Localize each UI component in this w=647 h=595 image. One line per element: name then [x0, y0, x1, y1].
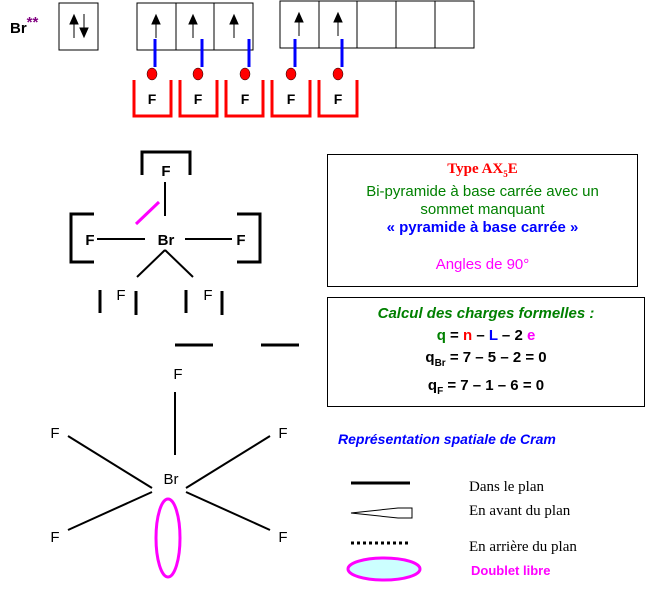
charges-formula: q = n – L – 2 e	[436, 327, 536, 344]
svg-text:En arrière du plan: En arrière du plan	[469, 539, 577, 555]
svg-text:F: F	[241, 91, 250, 107]
legend-lone-pair-icon	[346, 556, 422, 582]
svg-text:F: F	[173, 366, 182, 383]
cram-bonds	[67, 392, 271, 531]
bond-lines	[153, 39, 344, 67]
charges-title: Calcul des charges formelles :	[377, 305, 595, 322]
angles: Angles de 90°	[435, 256, 530, 273]
geometry-line1: Bi-pyramide à base carrée avec un	[366, 183, 599, 200]
orbital-4p	[136, 2, 254, 51]
orbital-4s	[58, 2, 99, 51]
orbital-4d	[279, 0, 475, 49]
electron-arrows	[69, 11, 343, 39]
lewis-structure	[69, 150, 299, 347]
lone-pair-ellipse	[154, 497, 182, 579]
svg-text:F: F	[334, 91, 343, 107]
geometry-line2: sommet manquant	[420, 201, 545, 218]
svg-text:F: F	[161, 163, 170, 180]
type-box: Type AX5E Bi-pyramide à base carrée avec…	[327, 154, 638, 287]
charges-box: Calcul des charges formelles : q = n – L…	[327, 297, 645, 407]
svg-text:F: F	[50, 529, 59, 546]
svg-text:F: F	[194, 91, 203, 107]
svg-text:F: F	[278, 425, 287, 442]
charge-f: qF = 7 – 1 – 6 = 0	[427, 377, 545, 397]
lewis-bonds	[97, 182, 232, 278]
svg-text:F: F	[203, 287, 212, 304]
svg-text:Br: Br	[158, 232, 175, 249]
geometry-line3: « pyramide à base carrée »	[386, 219, 579, 236]
orbital-boxes	[58, 0, 475, 51]
lewis-labels: F F F Br F F	[85, 163, 245, 304]
type-label: Type AX5E	[447, 161, 518, 179]
svg-text:En avant du plan: En avant du plan	[469, 503, 571, 519]
charge-br: qBr = 7 – 5 – 2 = 0	[425, 349, 547, 369]
br-label: Br**	[10, 14, 39, 37]
svg-text:Doublet libre: Doublet libre	[471, 563, 550, 578]
svg-text:F: F	[148, 91, 157, 107]
legend-labels: Dans le plan En avant du plan En arrière…	[469, 479, 577, 578]
fluorine-brackets	[132, 80, 359, 118]
svg-text:Dans le plan: Dans le plan	[469, 479, 544, 495]
lone-pair-line	[134, 200, 161, 226]
arrow-up-icon	[69, 13, 79, 25]
legend-wedge-icon	[350, 507, 413, 519]
svg-text:F: F	[50, 425, 59, 442]
cram-labels: F Br F F F F	[50, 366, 287, 546]
arrow-down-icon	[79, 27, 89, 39]
svg-text:Br: Br	[164, 471, 179, 488]
svg-text:F: F	[116, 287, 125, 304]
svg-text:F: F	[85, 232, 94, 249]
svg-text:F: F	[236, 232, 245, 249]
svg-text:F: F	[287, 91, 296, 107]
cram-title: Représentation spatiale de Cram	[338, 431, 556, 447]
svg-text:F: F	[278, 529, 287, 546]
fluorine-electrons	[146, 67, 344, 81]
